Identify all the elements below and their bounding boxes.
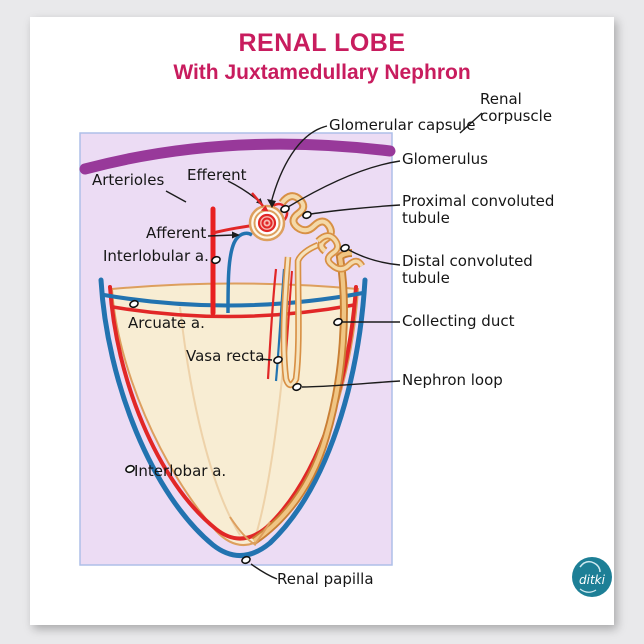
logo-circle xyxy=(572,557,612,597)
marker-interlobar xyxy=(125,464,135,474)
leader-renal-corpuscle xyxy=(459,112,483,134)
marker-proximal xyxy=(302,210,312,220)
marker-interlobular xyxy=(211,255,221,265)
leader-proximal xyxy=(310,204,401,215)
renal-papilla-lines xyxy=(229,516,271,546)
page-title: RENAL LOBE xyxy=(238,29,406,57)
label-glomerulus: Glomerulus xyxy=(402,150,488,168)
medullary-ray-line xyxy=(179,306,241,536)
marker-arcuate xyxy=(129,299,139,309)
leader-arterioles xyxy=(165,190,187,203)
arrowhead-efferent-red xyxy=(261,205,269,212)
label-efferent: Efferent xyxy=(187,166,247,184)
arcuate-vein xyxy=(103,291,364,308)
vasa-recta-artery xyxy=(266,268,278,380)
arrowhead-glomerular-capsule xyxy=(267,199,276,208)
efferent-red-arrow xyxy=(251,192,264,207)
leader-afferent xyxy=(207,234,235,237)
collecting-duct-tube xyxy=(251,249,353,545)
poster: RENAL LOBE With Juxtamedullary Nephron xyxy=(30,17,614,625)
marker-vasa-recta xyxy=(273,355,283,365)
marker-nephron-loop xyxy=(292,382,302,392)
interlobular-vein xyxy=(226,231,253,314)
page-subtitle: With Juxtamedullary Nephron xyxy=(173,61,471,84)
glomerulus-coil-center xyxy=(265,221,269,225)
arrowhead-afferent xyxy=(232,231,240,239)
distal-convoluted-tubule xyxy=(315,232,366,273)
label-arcuate-a: Arcuate a. xyxy=(128,314,205,332)
label-glomerular-capsule: Glomerular capsule xyxy=(329,116,476,134)
leader-lines xyxy=(165,112,483,580)
label-distal-convoluted-tubule: Distal convoluted tubule xyxy=(402,252,533,287)
leader-nephron-loop xyxy=(301,380,401,388)
target-markers xyxy=(125,204,350,565)
nephron-loop-tube xyxy=(280,241,320,389)
leader-renal-papilla xyxy=(250,563,278,580)
leader-vasa-recta xyxy=(259,358,273,361)
logo-text: ditki xyxy=(579,573,606,587)
title-block: RENAL LOBE With Juxtamedullary Nephron xyxy=(30,29,614,85)
label-renal-papilla: Renal papilla xyxy=(277,570,374,588)
label-interlobar-a: Interlobar a. xyxy=(134,462,227,480)
renal-capsule-arc xyxy=(79,138,396,175)
label-collecting-duct: Collecting duct xyxy=(402,312,515,330)
interlobar-vein xyxy=(98,277,368,558)
leader-glomerulus xyxy=(287,160,401,208)
logo-underline xyxy=(579,588,597,593)
label-interlobular-a: Interlobular a. xyxy=(103,247,209,265)
arcuate-artery xyxy=(112,303,355,319)
renal-lobe-diagram: ditki xyxy=(79,112,612,597)
glomerulus-coil-inner xyxy=(261,217,273,229)
marker-glomerulus xyxy=(280,204,290,214)
logo-sketch-icon xyxy=(579,560,601,573)
label-renal-corpuscle: Renal corpuscle xyxy=(480,90,553,125)
leader-distal xyxy=(348,249,401,266)
marker-distal xyxy=(340,243,350,253)
marker-renal-papilla xyxy=(241,555,251,565)
leader-glomerular-capsule xyxy=(270,125,328,204)
label-afferent: Afferent xyxy=(146,224,207,242)
marker-collecting-duct xyxy=(333,317,343,327)
label-proximal-convoluted-tubule: Proximal convoluted tubule xyxy=(402,192,555,227)
ditki-logo: ditki xyxy=(572,557,612,597)
label-arterioles: Arterioles xyxy=(92,171,165,189)
label-nephron-loop: Nephron loop xyxy=(402,371,503,389)
label-vasa-recta: Vasa recta xyxy=(186,347,265,365)
